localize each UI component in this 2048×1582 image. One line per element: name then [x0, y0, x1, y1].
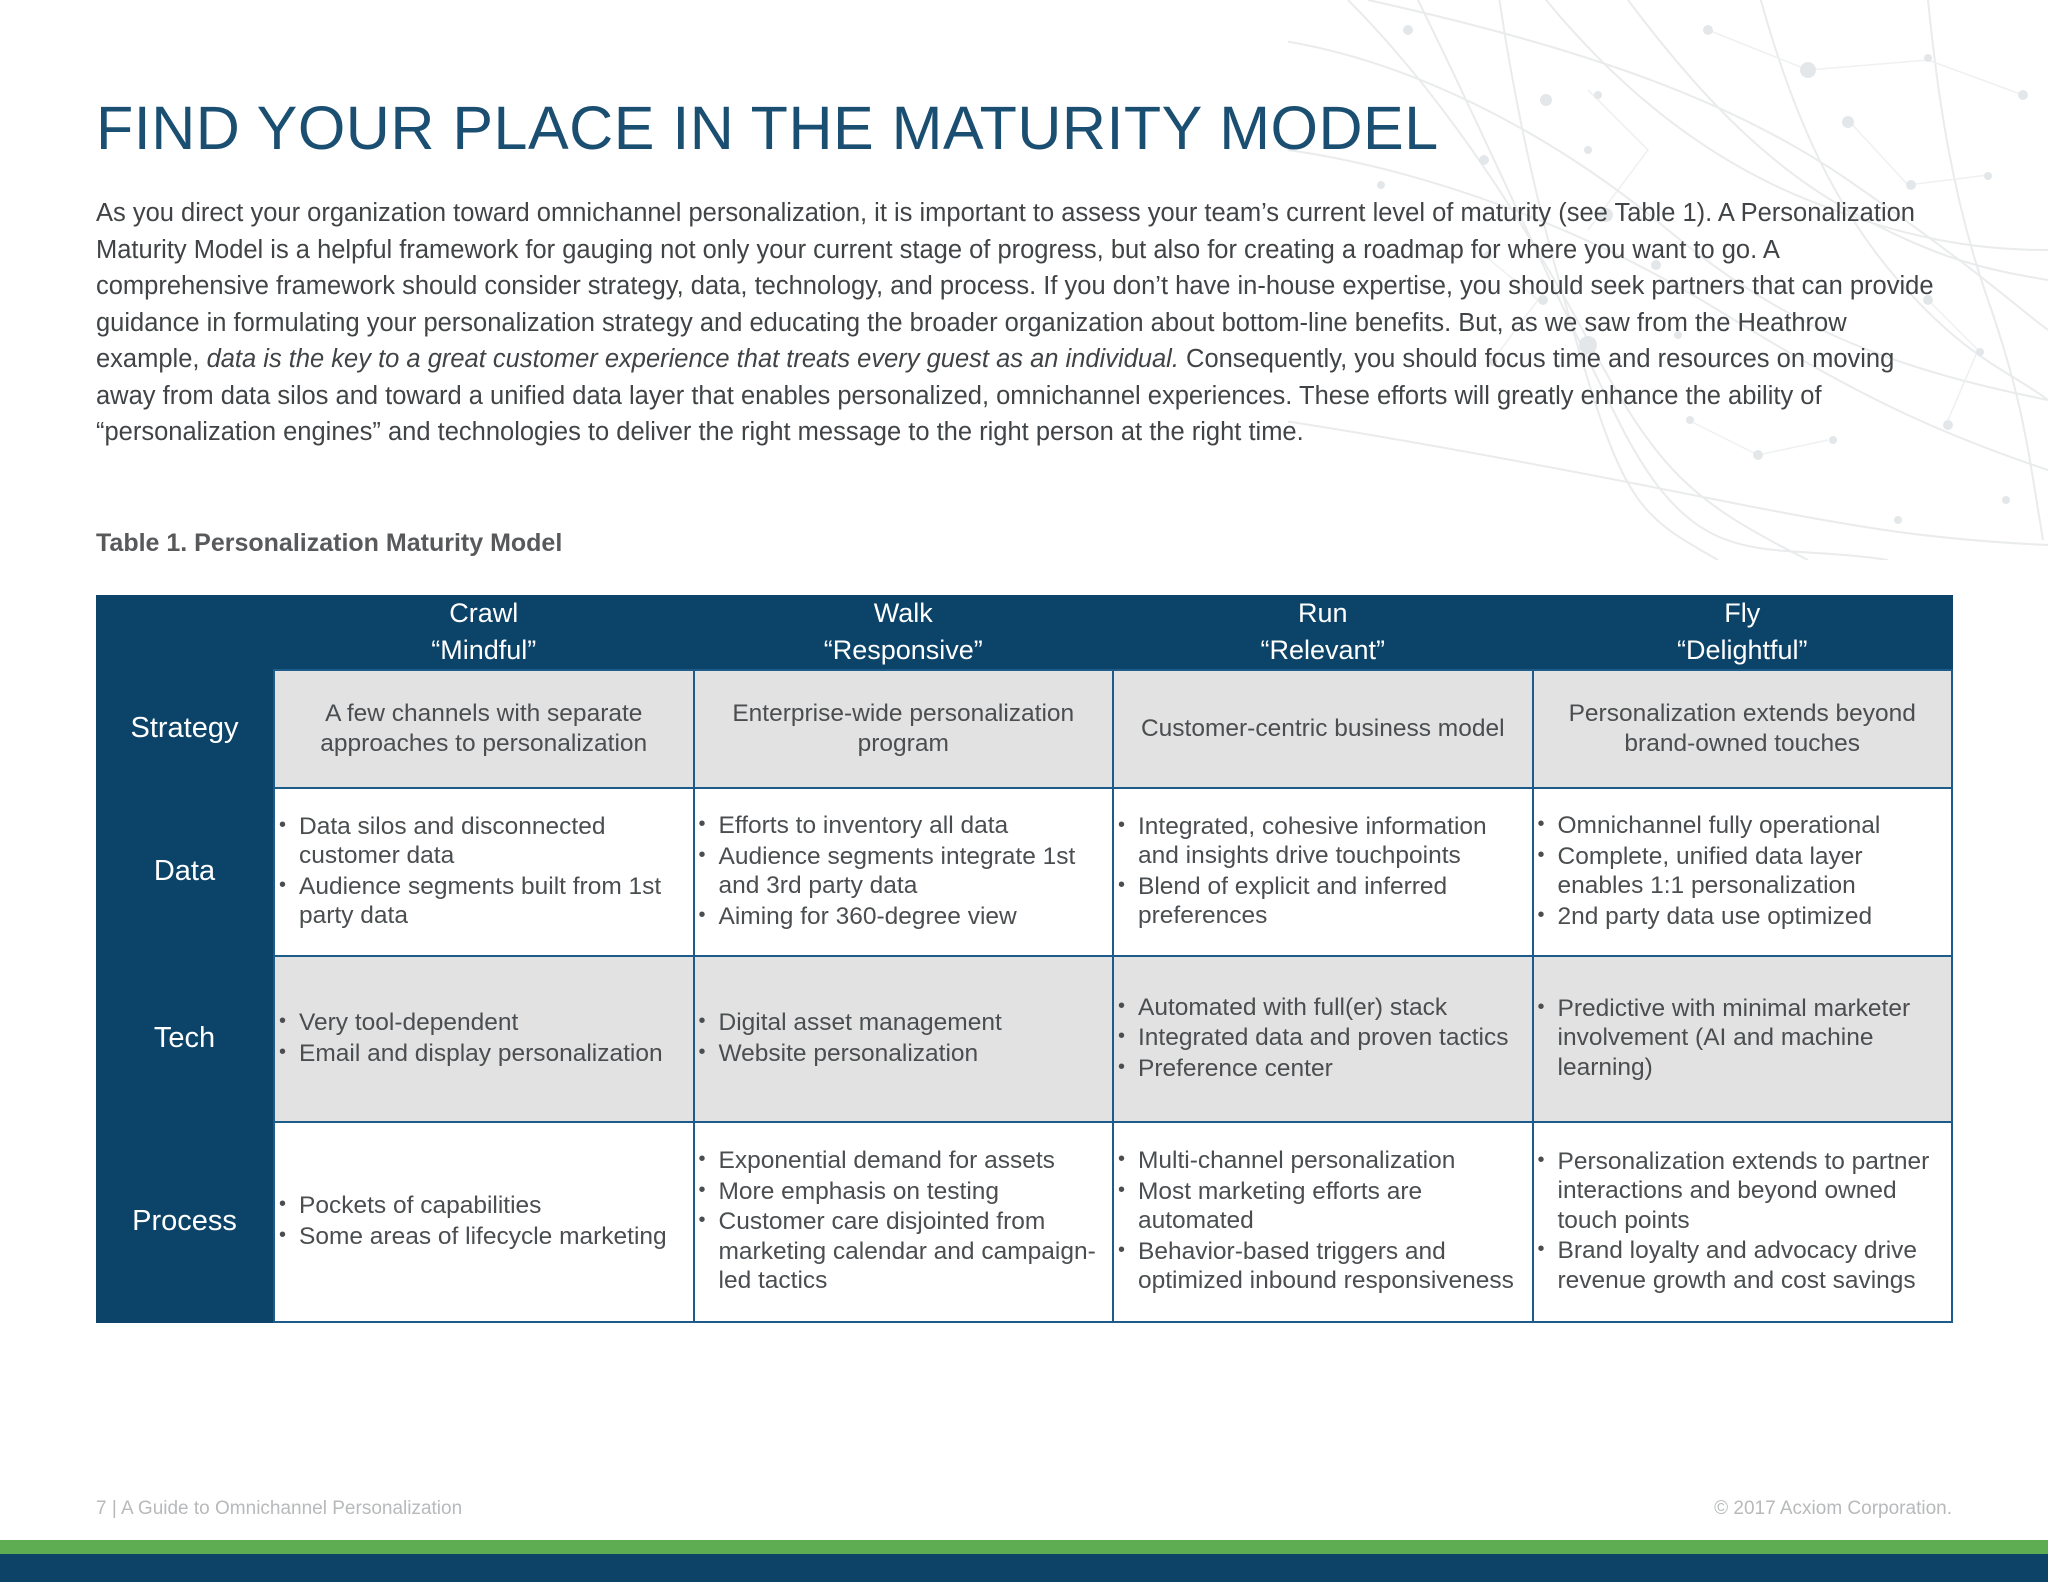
- list-item: Personalization extends to partner inter…: [1534, 1146, 1952, 1236]
- list-item: Behavior-based triggers and optimized in…: [1114, 1236, 1532, 1296]
- stage-quote-fly: “Delightful”: [1676, 634, 1808, 665]
- bullet-list: Integrated, cohesive information and ins…: [1114, 811, 1532, 931]
- list-item: Most marketing efforts are automated: [1114, 1176, 1532, 1236]
- table-row-data: Data Data silos and disconnected custome…: [96, 786, 1953, 957]
- list-item: Data silos and disconnected customer dat…: [275, 811, 693, 871]
- list-item: Very tool-dependent: [275, 1007, 693, 1038]
- cell-tech-fly: Predictive with minimal marketer involve…: [1531, 954, 1953, 1123]
- footer-navy-bar: [0, 1554, 2048, 1582]
- list-item: Automated with full(er) stack: [1114, 992, 1532, 1023]
- row-label-strategy: Strategy: [96, 669, 274, 788]
- list-item: Integrated data and proven tactics: [1114, 1022, 1532, 1053]
- bullet-list: Exponential demand for assets More empha…: [695, 1145, 1113, 1296]
- column-header-walk: Walk “Responsive”: [693, 594, 1113, 670]
- bullet-list: Efforts to inventory all data Audience s…: [695, 810, 1113, 932]
- list-item: Omnichannel fully operational: [1534, 810, 1952, 841]
- cell-tech-run: Automated with full(er) stack Integrated…: [1112, 954, 1534, 1123]
- list-item: Customer care disjointed from marketing …: [695, 1206, 1113, 1296]
- cell-strategy-fly: Personalization extends beyond brand-own…: [1531, 668, 1953, 789]
- bullet-list: Digital asset management Website persona…: [695, 1007, 1113, 1069]
- cell-text: Customer-centric business model: [1140, 714, 1505, 742]
- footer-green-bar: [0, 1540, 2048, 1554]
- page-title: FIND YOUR PLACE IN THE MATURITY MODEL: [96, 94, 1439, 162]
- list-item: More emphasis on testing: [695, 1176, 1113, 1207]
- cell-strategy-crawl: A few channels with separate approaches …: [273, 668, 695, 789]
- cell-text: Enterprise-wide personalization program: [732, 700, 1075, 757]
- list-item: Multi-channel personalization: [1114, 1145, 1532, 1176]
- list-item: Aiming for 360-degree view: [695, 901, 1113, 932]
- row-label-tech: Tech: [96, 955, 274, 1122]
- table-row-tech: Tech Very tool-dependent Email and displ…: [96, 954, 1953, 1123]
- list-item: Preference center: [1114, 1053, 1532, 1084]
- bullet-list: Pockets of capabilities Some areas of li…: [275, 1190, 693, 1252]
- column-header-fly: Fly “Delightful”: [1532, 594, 1952, 670]
- maturity-model-table: Crawl “Mindful” Walk “Responsive” Run “R…: [96, 594, 1953, 1323]
- list-item: Blend of explicit and inferred preferenc…: [1114, 871, 1532, 931]
- table-caption: Table 1. Personalization Maturity Model: [96, 528, 563, 557]
- list-item: Email and display personalization: [275, 1038, 693, 1069]
- stage-name-crawl: Crawl: [449, 597, 519, 628]
- bullet-list: Very tool-dependent Email and display pe…: [275, 1007, 693, 1069]
- intro-emphasis: data is the key to a great customer expe…: [206, 345, 1179, 373]
- cell-tech-crawl: Very tool-dependent Email and display pe…: [273, 954, 695, 1123]
- list-item: Pockets of capabilities: [275, 1190, 693, 1221]
- list-item: Complete, unified data layer enables 1:1…: [1534, 841, 1952, 901]
- list-item: Website personalization: [695, 1038, 1113, 1069]
- stage-quote-run: “Relevant”: [1260, 634, 1386, 665]
- list-item: Some areas of lifecycle marketing: [275, 1221, 693, 1252]
- cell-strategy-walk: Enterprise-wide personalization program: [692, 668, 1114, 789]
- bullet-list: Multi-channel personalization Most marke…: [1114, 1145, 1532, 1296]
- bullet-list: Predictive with minimal marketer involve…: [1534, 993, 1952, 1083]
- list-item: 2nd party data use optimized: [1534, 901, 1952, 932]
- bullet-list: Data silos and disconnected customer dat…: [275, 811, 693, 931]
- cell-tech-walk: Digital asset management Website persona…: [692, 954, 1114, 1123]
- list-item: Exponential demand for assets: [695, 1145, 1113, 1176]
- table-row-strategy: Strategy A few channels with separate ap…: [96, 668, 1953, 789]
- row-label-process: Process: [96, 1121, 274, 1322]
- list-item: Audience segments built from 1st party d…: [275, 871, 693, 931]
- cell-process-crawl: Pockets of capabilities Some areas of li…: [273, 1120, 695, 1323]
- cell-data-walk: Efforts to inventory all data Audience s…: [692, 786, 1114, 957]
- cell-text: A few channels with separate approaches …: [320, 700, 648, 757]
- list-item: Digital asset management: [695, 1007, 1113, 1038]
- stage-name-run: Run: [1297, 597, 1348, 628]
- stage-quote-walk: “Responsive”: [823, 634, 983, 665]
- intro-paragraph: As you direct your organization toward o…: [96, 159, 1952, 451]
- cell-text: Personalization extends beyond brand-own…: [1568, 700, 1916, 757]
- list-item: Predictive with minimal marketer involve…: [1534, 993, 1952, 1083]
- cell-data-crawl: Data silos and disconnected customer dat…: [273, 786, 695, 957]
- bullet-list: Omnichannel fully operational Complete, …: [1534, 810, 1952, 932]
- stage-name-walk: Walk: [873, 597, 933, 628]
- list-item: Efforts to inventory all data: [695, 810, 1113, 841]
- cell-process-fly: Personalization extends to partner inter…: [1531, 1120, 1953, 1323]
- list-item: Integrated, cohesive information and ins…: [1114, 811, 1532, 871]
- column-header-crawl: Crawl “Mindful”: [274, 594, 694, 670]
- list-item: Audience segments integrate 1st and 3rd …: [695, 841, 1113, 901]
- bullet-list: Automated with full(er) stack Integrated…: [1114, 992, 1532, 1084]
- cell-process-run: Multi-channel personalization Most marke…: [1112, 1120, 1534, 1323]
- cell-process-walk: Exponential demand for assets More empha…: [692, 1120, 1114, 1323]
- cell-strategy-run: Customer-centric business model: [1112, 668, 1534, 789]
- cell-data-run: Integrated, cohesive information and ins…: [1112, 786, 1534, 957]
- table-header-row: Crawl “Mindful” Walk “Responsive” Run “R…: [96, 594, 1952, 670]
- table-row-process: Process Pockets of capabilities Some are…: [96, 1120, 1953, 1323]
- stage-quote-crawl: “Mindful”: [431, 634, 537, 665]
- stage-name-fly: Fly: [1724, 597, 1761, 628]
- header-corner-blank: [96, 594, 274, 670]
- page-footer: 7 | A Guide to Omnichannel Personalizati…: [96, 1498, 1952, 1520]
- list-item: Brand loyalty and advocacy drive revenue…: [1534, 1235, 1952, 1295]
- bullet-list: Personalization extends to partner inter…: [1534, 1146, 1952, 1296]
- column-header-run: Run “Relevant”: [1113, 594, 1533, 670]
- row-label-data: Data: [96, 787, 274, 956]
- footer-left-text: 7 | A Guide to Omnichannel Personalizati…: [96, 1498, 463, 1519]
- cell-data-fly: Omnichannel fully operational Complete, …: [1531, 786, 1953, 957]
- footer-right-copyright: © 2017 Acxiom Corporation.: [1714, 1498, 1952, 1519]
